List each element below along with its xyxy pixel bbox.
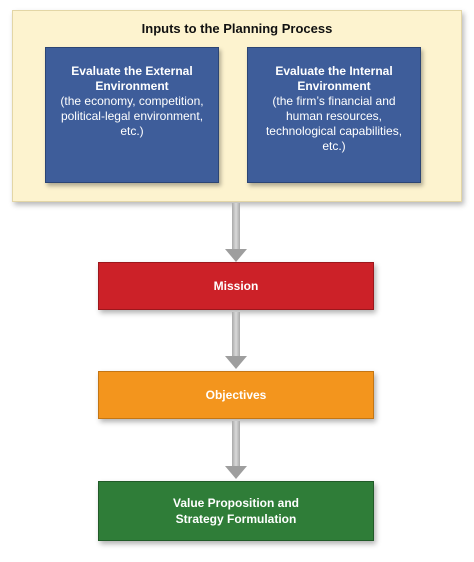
inputs-panel: Inputs to the Planning Process Evaluate … bbox=[12, 10, 462, 202]
external-environment-box: Evaluate the External Environment (the e… bbox=[45, 47, 219, 183]
external-environment-title: Evaluate the External Environment bbox=[71, 64, 193, 93]
objectives-box: Objectives bbox=[98, 371, 374, 419]
inputs-panel-title: Inputs to the Planning Process bbox=[141, 21, 333, 36]
arrow-mission-to-objectives bbox=[225, 312, 247, 369]
internal-environment-box: Evaluate the Internal Environment (the f… bbox=[247, 47, 421, 183]
arrow-objectives-to-value-proposition bbox=[225, 421, 247, 479]
value-proposition-box: Value Proposition and Strategy Formulati… bbox=[98, 481, 374, 541]
internal-environment-description: (the firm’s financial and human resource… bbox=[265, 94, 403, 153]
external-environment-description: (the economy, competition, political-leg… bbox=[60, 94, 204, 138]
internal-environment-title: Evaluate the Internal Environment bbox=[275, 64, 393, 93]
arrow-inputs-to-mission bbox=[225, 203, 247, 262]
objectives-label: Objectives bbox=[205, 388, 267, 402]
value-proposition-label: Value Proposition and Strategy Formulati… bbox=[172, 496, 300, 526]
mission-box: Mission bbox=[98, 262, 374, 310]
mission-label: Mission bbox=[213, 279, 259, 293]
